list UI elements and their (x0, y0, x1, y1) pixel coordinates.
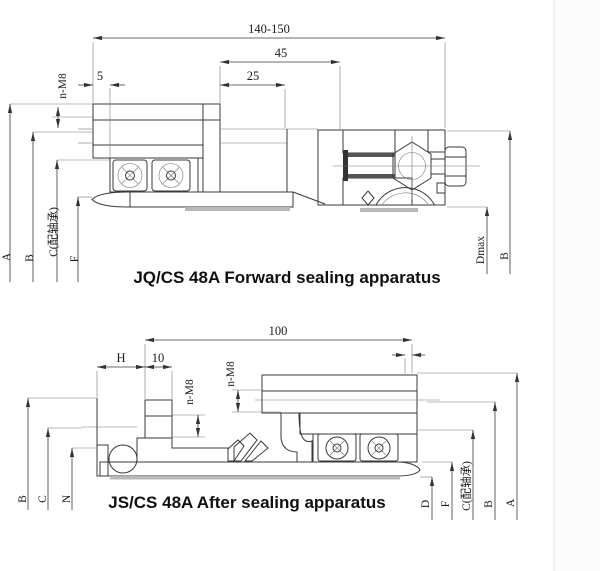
ball-detent-icon (361, 190, 375, 206)
dim-label-A-right: A (505, 498, 517, 507)
bearing-cartridge-3 (317, 433, 357, 462)
shadow-strip (185, 207, 290, 211)
dim-label-5: 5 (97, 69, 103, 83)
forward-parts (78, 103, 480, 212)
bearing-ball-icon (166, 170, 176, 181)
small-gland-body (144, 415, 173, 439)
dim-label-100: 100 (269, 324, 288, 338)
clamp-jaw-curve (375, 187, 435, 206)
bearing-ball-icon (374, 443, 384, 453)
shadow-strip (360, 208, 418, 212)
bolt-head-side (444, 146, 467, 187)
dim-label-B-right: B (499, 252, 511, 260)
dim-label-25: 25 (247, 69, 260, 83)
dim-label-n-m8-1: n-M8 (184, 379, 196, 405)
shaft-plate (99, 461, 421, 477)
block-notch (436, 182, 446, 194)
after-parts (82, 374, 440, 480)
page-edge-shading (554, 0, 600, 571)
dim-label-C-right: C(配轴承) (459, 461, 473, 511)
housing-bore (261, 390, 418, 414)
bearing-ball-icon (332, 443, 342, 453)
housing-top-flange (261, 374, 418, 392)
seal-housing (109, 157, 199, 193)
stud-thread-top (345, 153, 395, 157)
bearing-housing (312, 433, 418, 463)
housing-lower-band (299, 412, 418, 435)
bolt-neck (430, 158, 446, 175)
sleeve-bottom-band (92, 144, 204, 159)
clamp-block (317, 129, 480, 206)
small-gland-flange (144, 399, 173, 417)
shaft-taper-end (91, 191, 131, 208)
forward-dimensions: 140-150 45 25 5 n-M8 A B (1, 22, 513, 282)
dim-label-B-left: B (17, 495, 29, 503)
after-title: JS/CS 48A After sealing apparatus (108, 493, 385, 512)
dim-label-Dmax: Dmax (475, 236, 487, 264)
dim-label-45: 45 (275, 46, 288, 60)
dim-label-N: N (61, 494, 73, 503)
dim-label-H: H (116, 351, 125, 365)
shaft-step-line (292, 191, 326, 205)
dim-label-n-m8: n-M8 (57, 73, 69, 99)
after-drawing: 100 H 10 n-M8 n-M8 B (17, 324, 520, 520)
forward-drawing: 140-150 45 25 5 n-M8 A B (1, 22, 513, 287)
o-ring-icon (108, 444, 138, 474)
clamp-jaw-inner-curve (381, 192, 429, 206)
oring-retainer (96, 444, 109, 477)
dim-label-B-left: B (24, 254, 36, 262)
bearing-cartridge-2 (151, 159, 191, 192)
stud-end-cap (343, 150, 348, 181)
shadow-strip (110, 476, 400, 480)
stud-thread-bottom (345, 174, 395, 178)
packing-chevron-1 (233, 432, 258, 462)
dim-label-n-m8-2: n-M8 (225, 361, 237, 387)
swan-neck-gland (280, 412, 313, 463)
forward-title: JQ/CS 48A Forward sealing apparatus (133, 268, 440, 287)
packing-wedge (227, 439, 245, 462)
sleeve-bore (92, 119, 204, 146)
dim-label-A: A (1, 252, 13, 261)
dim-label-B-right: B (483, 500, 495, 508)
sleeve-top-flange (92, 103, 221, 121)
dim-label-F: F (69, 256, 81, 262)
dim-label-F-right: F (440, 501, 452, 507)
gland-elbow (136, 437, 229, 463)
after-dimensions: 100 H 10 n-M8 n-M8 B (17, 324, 520, 520)
bearing-cartridge-1 (112, 159, 148, 192)
packing-chevron-2 (243, 440, 269, 462)
shaft-sleeve-bar (129, 191, 294, 208)
bearing-cartridge-4 (359, 433, 399, 462)
bearing-ball-icon (125, 170, 135, 181)
dim-label-overall: 140-150 (248, 22, 290, 36)
dim-label-D: D (420, 500, 432, 508)
sleeve-end-wall (202, 103, 221, 193)
dim-label-10: 10 (152, 351, 165, 365)
dim-label-C-left: C(配轴承) (46, 207, 60, 257)
dim-label-C-left: C (37, 495, 49, 503)
